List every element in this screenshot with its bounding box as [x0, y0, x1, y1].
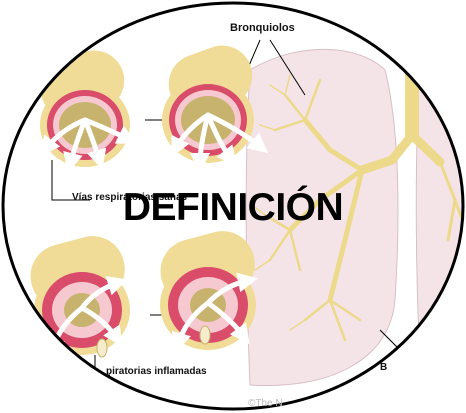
page-title: DEFINICIÓN: [0, 186, 466, 230]
label-partial-b: B: [380, 362, 387, 373]
label-inflamed-airways: piratorias inflamadas: [106, 366, 207, 377]
watermark: ©The N: [248, 398, 283, 409]
label-bronchioles: Bronquiolos: [230, 22, 295, 34]
